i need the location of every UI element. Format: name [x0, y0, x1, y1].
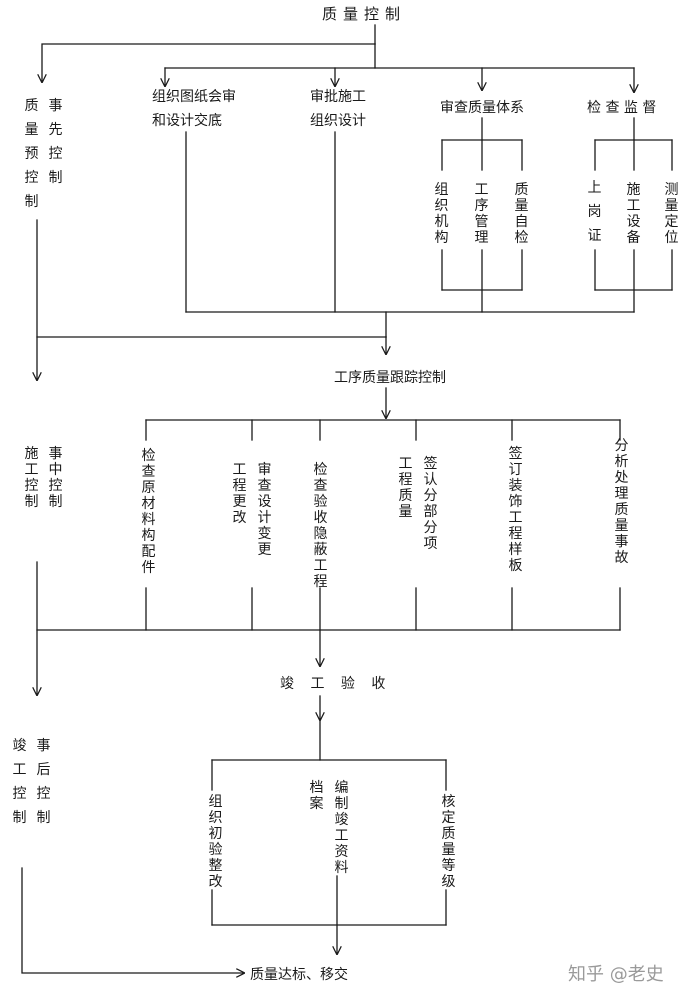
phase-pre-col2: 事先控制: [48, 98, 63, 186]
node-archive-col1: 档案: [309, 780, 324, 812]
phase-pre-col1: 质量预控制: [24, 98, 39, 210]
connector-title-to-pre-phase: [42, 43, 376, 82]
node-change-col2: 审查设计变更: [257, 462, 272, 558]
node-check-materials: 检查原材料构配件: [141, 448, 156, 576]
node-decoration-sample: 签订装饰工程样板: [508, 446, 523, 574]
node-on-duty-cert: 上岗证: [587, 180, 602, 244]
phase-post-col1: 竣工控制: [12, 738, 27, 826]
diagram-title: 质量控制: [322, 5, 407, 23]
connector-post-phase-to-final: [21, 867, 244, 973]
node-quality-system: 审查质量体系: [440, 100, 524, 116]
phase-post-col2: 事后控制: [36, 738, 51, 826]
node-process-management: 工序管理: [474, 182, 489, 246]
node-inspection: 检 查 监 督: [587, 100, 657, 116]
node-change-col1: 工程更改: [232, 462, 247, 526]
node-process-tracking: 工序质量跟踪控制: [334, 370, 446, 386]
node-survey-positioning: 测量定位: [664, 182, 679, 246]
node-approve-plan-line1: 审批施工: [310, 89, 366, 105]
connector-lines: [21, 24, 673, 973]
node-archive-col2: 编制竣工资料: [334, 780, 349, 876]
node-quality-self-check: 质量自检: [514, 182, 529, 246]
node-completion-acceptance: 竣 工 验 收: [280, 676, 392, 692]
node-sign-col1: 工程质量: [398, 456, 413, 520]
node-sign-col2: 签认分部分项: [423, 456, 438, 552]
node-construction-equipment: 施工设备: [626, 182, 641, 246]
node-quality-grade: 核定质量等级: [441, 794, 456, 890]
node-hidden-works: 检查验收隐蔽工程: [313, 462, 328, 590]
node-final: 质量达标、移交: [250, 967, 348, 983]
node-accident-analysis: 分析处理质量事故: [614, 438, 629, 566]
node-approve-plan-line2: 组织设计: [310, 113, 366, 129]
node-pre-acceptance: 组织初验整改: [208, 794, 223, 890]
phase-mid-col2: 事中控制: [48, 446, 63, 510]
node-drawing-review-line2: 和设计交底: [152, 113, 222, 129]
watermark: 知乎 @老史: [568, 964, 664, 985]
node-org-structure: 组织机构: [434, 182, 449, 246]
node-drawing-review-line1: 组织图纸会审: [152, 89, 236, 105]
phase-mid-col1: 施工控制: [24, 446, 39, 510]
